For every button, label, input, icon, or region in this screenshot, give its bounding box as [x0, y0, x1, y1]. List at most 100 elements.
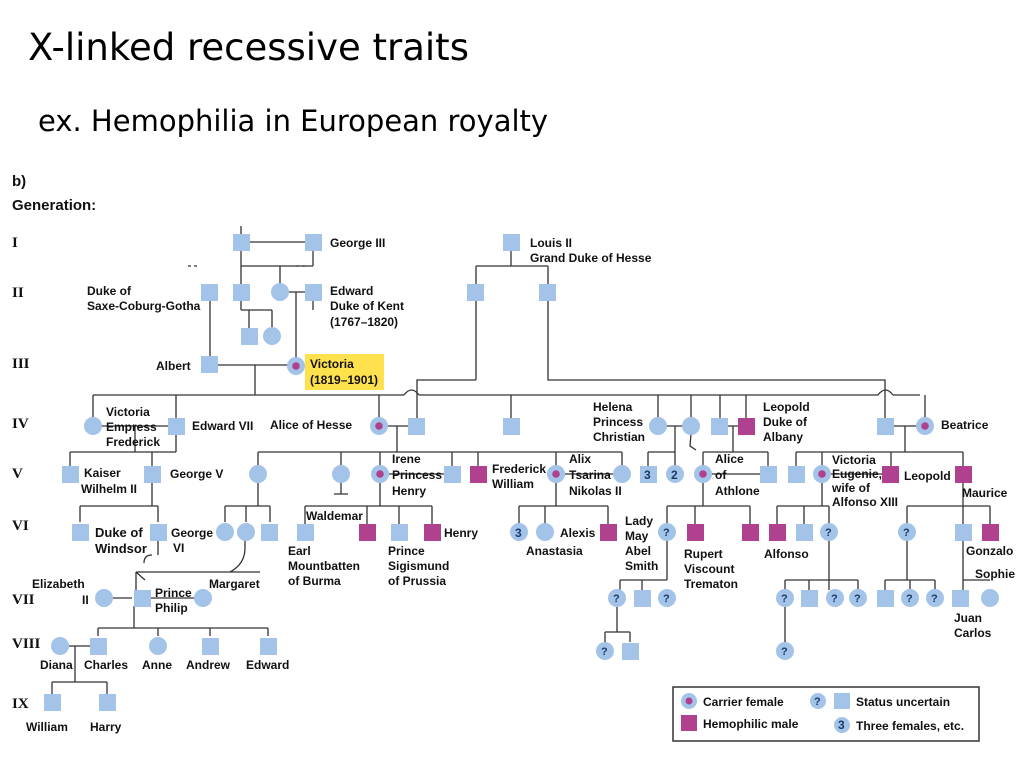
label-george6: George — [171, 526, 213, 540]
uncertain-female-symbol — [776, 642, 794, 660]
unaffected-female-symbol — [682, 417, 700, 435]
label-earl: Earl — [288, 544, 311, 558]
philip-symbol — [134, 590, 151, 607]
uncertain-mark: ? — [613, 593, 620, 605]
label-irene: Henry — [392, 484, 426, 498]
gen-label-VII: VII — [12, 592, 35, 608]
unaffected-male-symbol — [233, 284, 250, 301]
label-edward: Edward — [246, 658, 289, 672]
uncertain-female-symbol — [776, 589, 794, 607]
charles-symbol — [90, 638, 107, 655]
george5-symbol — [144, 466, 161, 483]
label-george6: VI — [173, 541, 184, 555]
louis2-symbol — [503, 234, 520, 251]
unaffected-male-symbol — [539, 284, 556, 301]
anastasia-symbol — [536, 523, 554, 541]
unaffected-male-symbol — [622, 643, 639, 660]
label-leopold-albany: Leopold — [763, 400, 810, 414]
label-elizabeth: II — [82, 593, 89, 607]
label-elizabeth: Elizabeth — [32, 577, 85, 591]
label-albert: Albert — [156, 359, 191, 373]
windsor-symbol — [72, 524, 89, 541]
legend: Carrier female Hemophilic male ? Status … — [672, 686, 980, 742]
legend-three-label: Three females, etc. — [856, 719, 964, 733]
label-victoria-years: (1819–1901) — [310, 373, 378, 387]
gen-label-III: III — [12, 356, 30, 372]
label-windsor: Windsor — [95, 541, 147, 556]
label-margaret: Margaret — [209, 577, 260, 591]
label-alix: Nikolas II — [569, 484, 622, 498]
label-kaiser: Wilhelm II — [81, 482, 137, 496]
uncertain-mark: ? — [601, 646, 608, 658]
frederick-william-symbol — [470, 466, 487, 483]
label-helena: Princess — [593, 415, 643, 429]
gonzalo-symbol — [982, 524, 999, 541]
uncertain-female-symbol — [901, 589, 919, 607]
legend-box — [672, 686, 980, 742]
label-louis2: Louis II — [530, 236, 572, 250]
label-gonzalo: Gonzalo — [966, 544, 1013, 558]
unaffected-female-symbol — [216, 523, 234, 541]
uncertain-mark: ? — [906, 593, 913, 605]
pedigree-symbols — [44, 234, 999, 711]
label-irene: Princess — [392, 468, 442, 482]
label-lady-may: May — [625, 529, 649, 543]
unaffected-male-symbol — [233, 234, 250, 251]
gen-label-IV: IV — [12, 416, 29, 432]
unaffected-male-symbol — [955, 524, 972, 541]
label-alice-athlone: Alice — [715, 452, 744, 466]
legend-uncertain-label: Status uncertain — [856, 695, 950, 709]
label-sigismund: of Prussia — [388, 574, 446, 588]
harry-symbol — [99, 694, 116, 711]
slide-subtitle: ex. Hemophilia in European royalty — [38, 104, 549, 138]
label-george3: George III — [330, 236, 385, 250]
label-william: William — [26, 720, 68, 734]
hemophilic-male-symbol — [742, 524, 759, 541]
label-edward-kent: Edward — [330, 284, 373, 298]
unaffected-female-symbol — [249, 465, 267, 483]
unaffected-female-symbol — [237, 523, 255, 541]
label-alix: Tsarina — [569, 468, 611, 482]
waldemar-symbol — [359, 524, 376, 541]
legend-carrier-label: Carrier female — [703, 695, 784, 709]
kaiser-symbol — [62, 466, 79, 483]
unaffected-female-symbol — [263, 327, 281, 345]
unaffected-male-symbol — [711, 418, 728, 435]
generation-header: Generation: — [12, 197, 96, 214]
label-lady-may: Lady — [625, 514, 653, 528]
leopold-symbol — [882, 466, 899, 483]
label-juan-carlos: Juan — [954, 611, 982, 625]
anne-symbol — [149, 637, 167, 655]
label-juan-carlos: Carlos — [954, 626, 992, 640]
gen-label-IX: IX — [12, 696, 29, 712]
william-symbol — [44, 694, 61, 711]
uncertain-female-symbol — [820, 523, 838, 541]
label-frederick: William — [492, 477, 534, 491]
legend-hemophilic-symbol — [681, 715, 697, 731]
label-alfonso: Alfonso — [764, 547, 809, 561]
nikolas-symbol — [613, 465, 631, 483]
unaffected-male-symbol — [760, 466, 777, 483]
label-philip: Prince — [155, 586, 192, 600]
label-waldemar: Waldemar — [306, 509, 363, 523]
label-empress: Victoria — [106, 405, 150, 419]
label-rupert: Viscount — [684, 562, 734, 576]
uncertain-mark: ? — [931, 593, 938, 605]
count-two: 2 — [671, 468, 678, 482]
label-irene: Irene — [392, 452, 421, 466]
gen-label-VIII: VIII — [12, 636, 41, 652]
label-sigismund: Sigismund — [388, 559, 449, 573]
label-andrew: Andrew — [186, 658, 231, 672]
alfonso-symbol — [769, 524, 786, 541]
label-victoria: Victoria — [310, 357, 354, 371]
legend-three-mark: 3 — [838, 718, 845, 732]
sigismund-symbol — [391, 524, 408, 541]
label-victoria-eugenie: wife of — [831, 481, 871, 495]
label-anastasia: Anastasia — [526, 544, 583, 558]
legend-hemophilic-label: Hemophilic male — [703, 717, 799, 731]
label-sigismund: Prince — [388, 544, 425, 558]
label-alice-hesse: Alice of Hesse — [270, 418, 352, 432]
label-victoria-eugenie: Alfonso XIII — [832, 495, 898, 509]
two-count-symbol — [666, 465, 684, 483]
alexis-symbol — [600, 524, 617, 541]
